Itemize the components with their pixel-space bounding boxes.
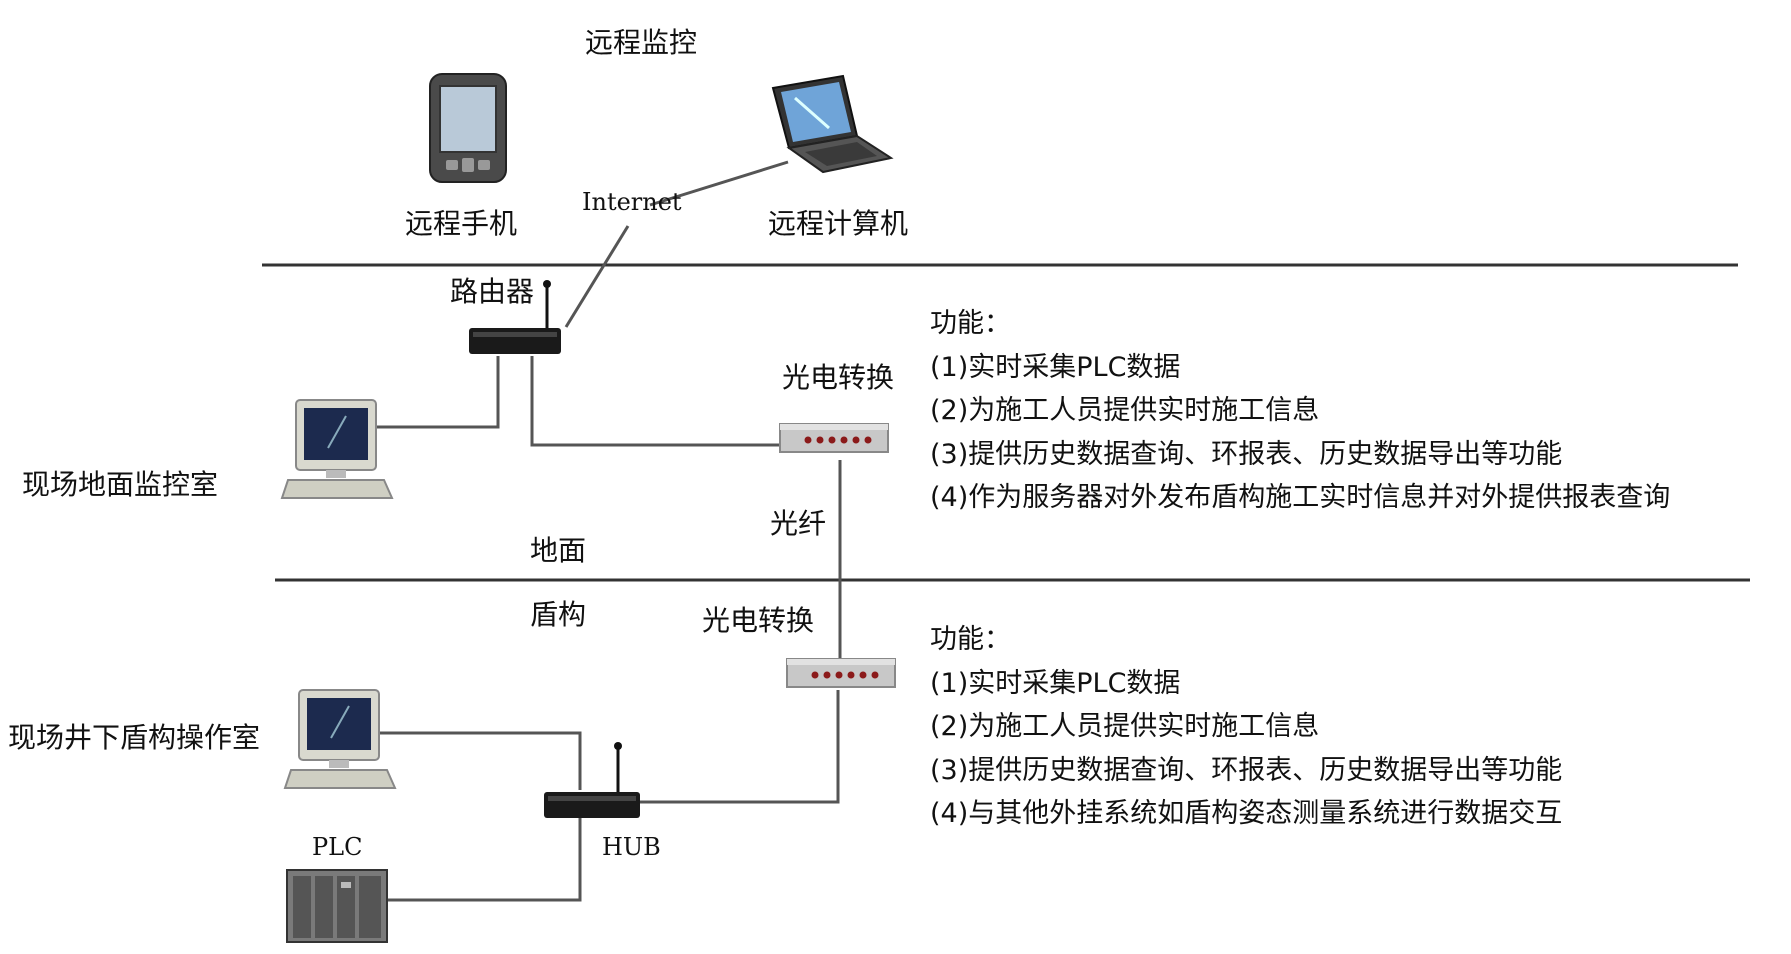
shield-layer-label: 盾构	[530, 598, 587, 631]
ground-converter-label: 光电转换	[782, 361, 895, 394]
internet-label: Internet	[582, 188, 682, 216]
wire-hub-plc	[385, 818, 582, 902]
optical-converter-icon	[779, 423, 889, 453]
ground-function-item: (4)作为服务器对外发布盾构施工实时信息并对外提供报表查询	[930, 482, 1671, 513]
router-label: 路由器	[450, 275, 535, 308]
computer-monitor-icon	[280, 399, 394, 499]
hub-icon	[544, 742, 640, 818]
plc-label: PLC	[312, 833, 363, 861]
ground-functions-title: 功能：	[930, 308, 1011, 339]
shield-function-item: (4)与其他外挂系统如盾构姿态测量系统进行数据交互	[930, 798, 1563, 829]
ground-layer-label: 地面	[530, 534, 587, 567]
shield-converter-label: 光电转换	[702, 604, 815, 637]
hub-label: HUB	[602, 833, 661, 861]
computer-monitor-icon	[283, 689, 397, 789]
shield-functions-title: 功能：	[930, 624, 1011, 655]
optical-converter-icon	[786, 658, 896, 688]
shield-function-item: (2)为施工人员提供实时施工信息	[930, 711, 1320, 742]
ground-function-item: (3)提供历史数据查询、环报表、历史数据导出等功能	[930, 438, 1563, 470]
phone-icon	[429, 73, 507, 183]
shield-function-item: (3)提供历史数据查询、环报表、历史数据导出等功能	[930, 754, 1563, 786]
wire-router-internet	[564, 225, 630, 328]
remote-monitoring-title: 远程监控	[585, 26, 698, 59]
wire-monitor-hub	[380, 731, 582, 790]
ground-functions: 功能： (1)实时采集PLC数据 (2)为施工人员提供实时施工信息 (3)提供历…	[930, 302, 1670, 520]
ground-function-item: (2)为施工人员提供实时施工信息	[930, 395, 1320, 426]
wire-router-converter	[530, 356, 782, 447]
ground-room-label: 现场地面监控室	[22, 468, 219, 501]
plc-icon	[286, 869, 388, 943]
fiber-label: 光纤	[770, 507, 827, 540]
remote-phone-label: 远程手机	[405, 207, 518, 240]
wire-router-monitor	[372, 356, 500, 429]
shield-function-item: (1)实时采集PLC数据	[930, 667, 1181, 699]
laptop-icon	[771, 74, 894, 174]
shield-functions: 功能： (1)实时采集PLC数据 (2)为施工人员提供实时施工信息 (3)提供历…	[930, 618, 1562, 836]
ground-function-item: (1)实时采集PLC数据	[930, 351, 1181, 383]
remote-computer-label: 远程计算机	[768, 207, 909, 240]
shield-room-label: 现场井下盾构操作室	[8, 721, 261, 754]
wire-internet-laptop	[649, 160, 789, 207]
router-icon	[469, 280, 561, 354]
wire-converter-hub	[635, 690, 840, 804]
